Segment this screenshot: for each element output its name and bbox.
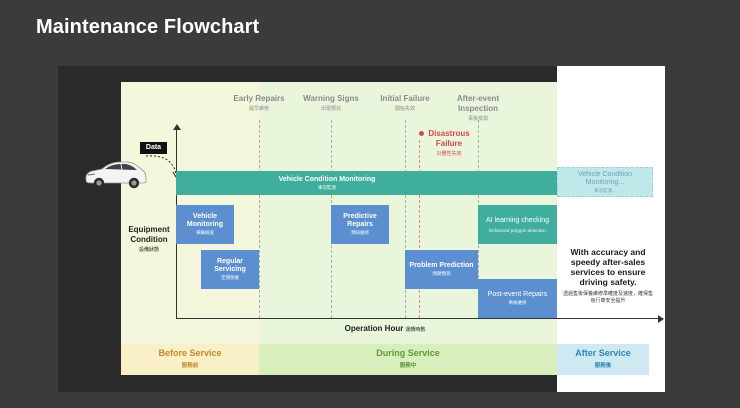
vehicle-condition-monitoring-bar: Vehicle Condition Monitoring 車況監測 (176, 171, 478, 195)
page-title: Maintenance Flowchart (36, 16, 260, 38)
phase-divider-early-repairs (259, 120, 260, 318)
vehicle-condition-monitoring-after-bar: Vehicle Condition Monitoring... 車況監測... (557, 167, 653, 197)
disaster-marker-icon (419, 131, 424, 136)
monitoring-bar-extension (478, 171, 557, 195)
post-event-repairs-box: Post-event Repairs 事後維修 (478, 279, 557, 318)
regular-servicing-box: Regular Servicing 定期保養 (201, 250, 259, 289)
problem-prediction-box: Problem Prediction 問題預測 (405, 250, 478, 289)
x-axis-arrow-icon (658, 315, 664, 323)
phase-disastrous-failure: Disastrous Failure 災難性失效 (428, 129, 470, 157)
during-service-band: During Service 服務中 (259, 344, 557, 375)
after-service-band: After Service 服務後 (557, 344, 649, 375)
x-axis (176, 318, 658, 319)
y-axis-label: Equipment Condition 設備狀態 (128, 225, 170, 253)
car-icon (85, 161, 147, 189)
phase-divider-disastrous-failure (419, 140, 420, 318)
phase-initial-failure: Initial Failure 開始失效 (380, 94, 430, 112)
phase-early-repairs: Early Repairs 提早維修 (233, 94, 285, 112)
before-service-band: Before Service 服務前 (121, 344, 259, 375)
phase-divider-initial-failure (405, 120, 406, 318)
vehicle-monitoring-box: Vehicle Monitoring 車輛檢查 (176, 205, 234, 244)
phase-warning-signs: Warning Signs 出現預兆 (303, 94, 359, 112)
y-axis-arrow-icon (173, 124, 181, 130)
data-tag: Data (140, 142, 167, 154)
ai-learning-checking-box: AI learning checking Enhanced polygon de… (478, 205, 557, 244)
predictive-repairs-box: Predictive Repairs 預知維修 (331, 205, 389, 244)
after-service-description: With accuracy and speedy after-sales ser… (562, 247, 653, 304)
phase-after-event-inspection: After-event Inspection 事後檢測 (456, 94, 500, 122)
after-service-zone (557, 66, 665, 392)
